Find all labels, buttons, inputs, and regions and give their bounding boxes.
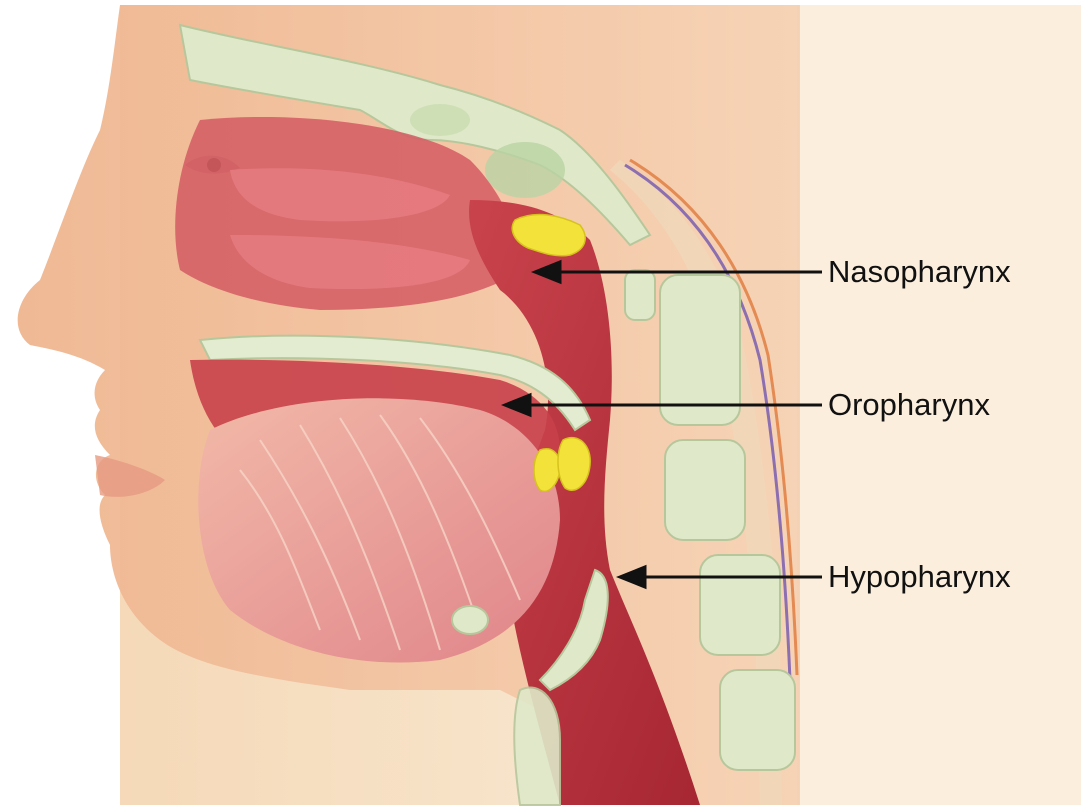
vertebra-top [625,270,655,320]
larynx [514,687,560,805]
vertebra-3 [700,555,780,655]
label-oropharynx: Oropharynx [828,389,990,420]
tongue [198,398,560,662]
sphenoid [410,104,470,136]
hyoid-bone [452,606,488,634]
sinus [485,142,565,198]
vertebra-1 [660,275,740,425]
label-nasopharynx: Nasopharynx [828,256,1011,287]
vertebra-4 [720,670,795,770]
label-hypopharynx: Hypopharynx [828,561,1011,592]
vertebra-2 [665,440,745,540]
